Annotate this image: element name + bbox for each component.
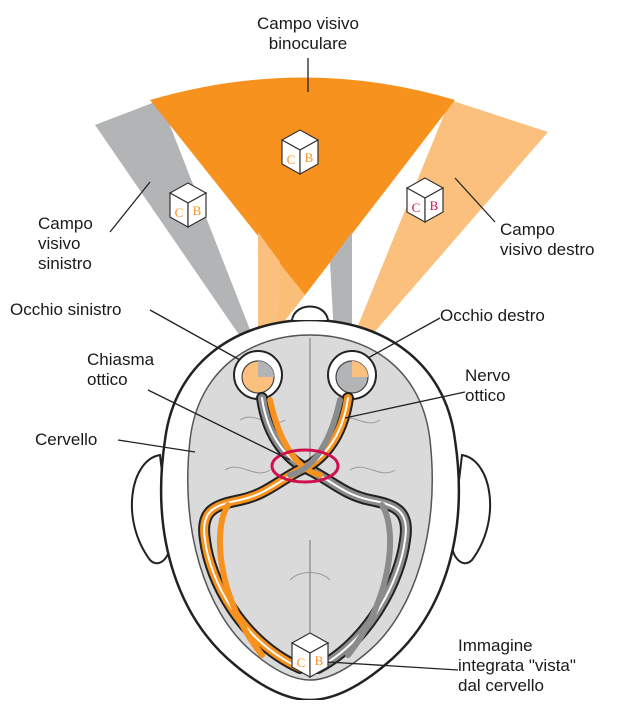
cube-binocular: C B bbox=[282, 130, 318, 174]
cube-letter-right: B bbox=[193, 203, 202, 218]
cube-letter-right: B bbox=[430, 198, 439, 213]
cube-right-field: C B bbox=[407, 178, 443, 222]
cube-letter-right: B bbox=[315, 653, 324, 668]
cube-letter-right: B bbox=[305, 150, 314, 165]
left-eye bbox=[234, 351, 282, 399]
label-left-field: Campo visivo sinistro bbox=[38, 214, 93, 274]
cube-letter-left: C bbox=[175, 205, 184, 220]
cube-letter-left: C bbox=[287, 152, 296, 167]
label-optic-nerve: Nervo ottico bbox=[465, 366, 510, 406]
label-brain: Cervello bbox=[35, 430, 97, 450]
cube-left-field: C B bbox=[170, 183, 206, 227]
cube-integrated-image: C B bbox=[292, 633, 328, 677]
label-right-eye: Occhio destro bbox=[440, 306, 545, 326]
label-binocular-field: Campo visivo binoculare bbox=[248, 14, 368, 54]
label-right-field: Campo visivo destro bbox=[500, 220, 594, 260]
label-integrated-image: Immagine integrata "vista" dal cervello bbox=[458, 636, 576, 696]
cube-letter-left: C bbox=[412, 200, 421, 215]
label-left-eye: Occhio sinistro bbox=[10, 300, 121, 320]
label-optic-chiasm: Chiasma ottico bbox=[87, 350, 154, 390]
cube-letter-left: C bbox=[297, 655, 306, 670]
